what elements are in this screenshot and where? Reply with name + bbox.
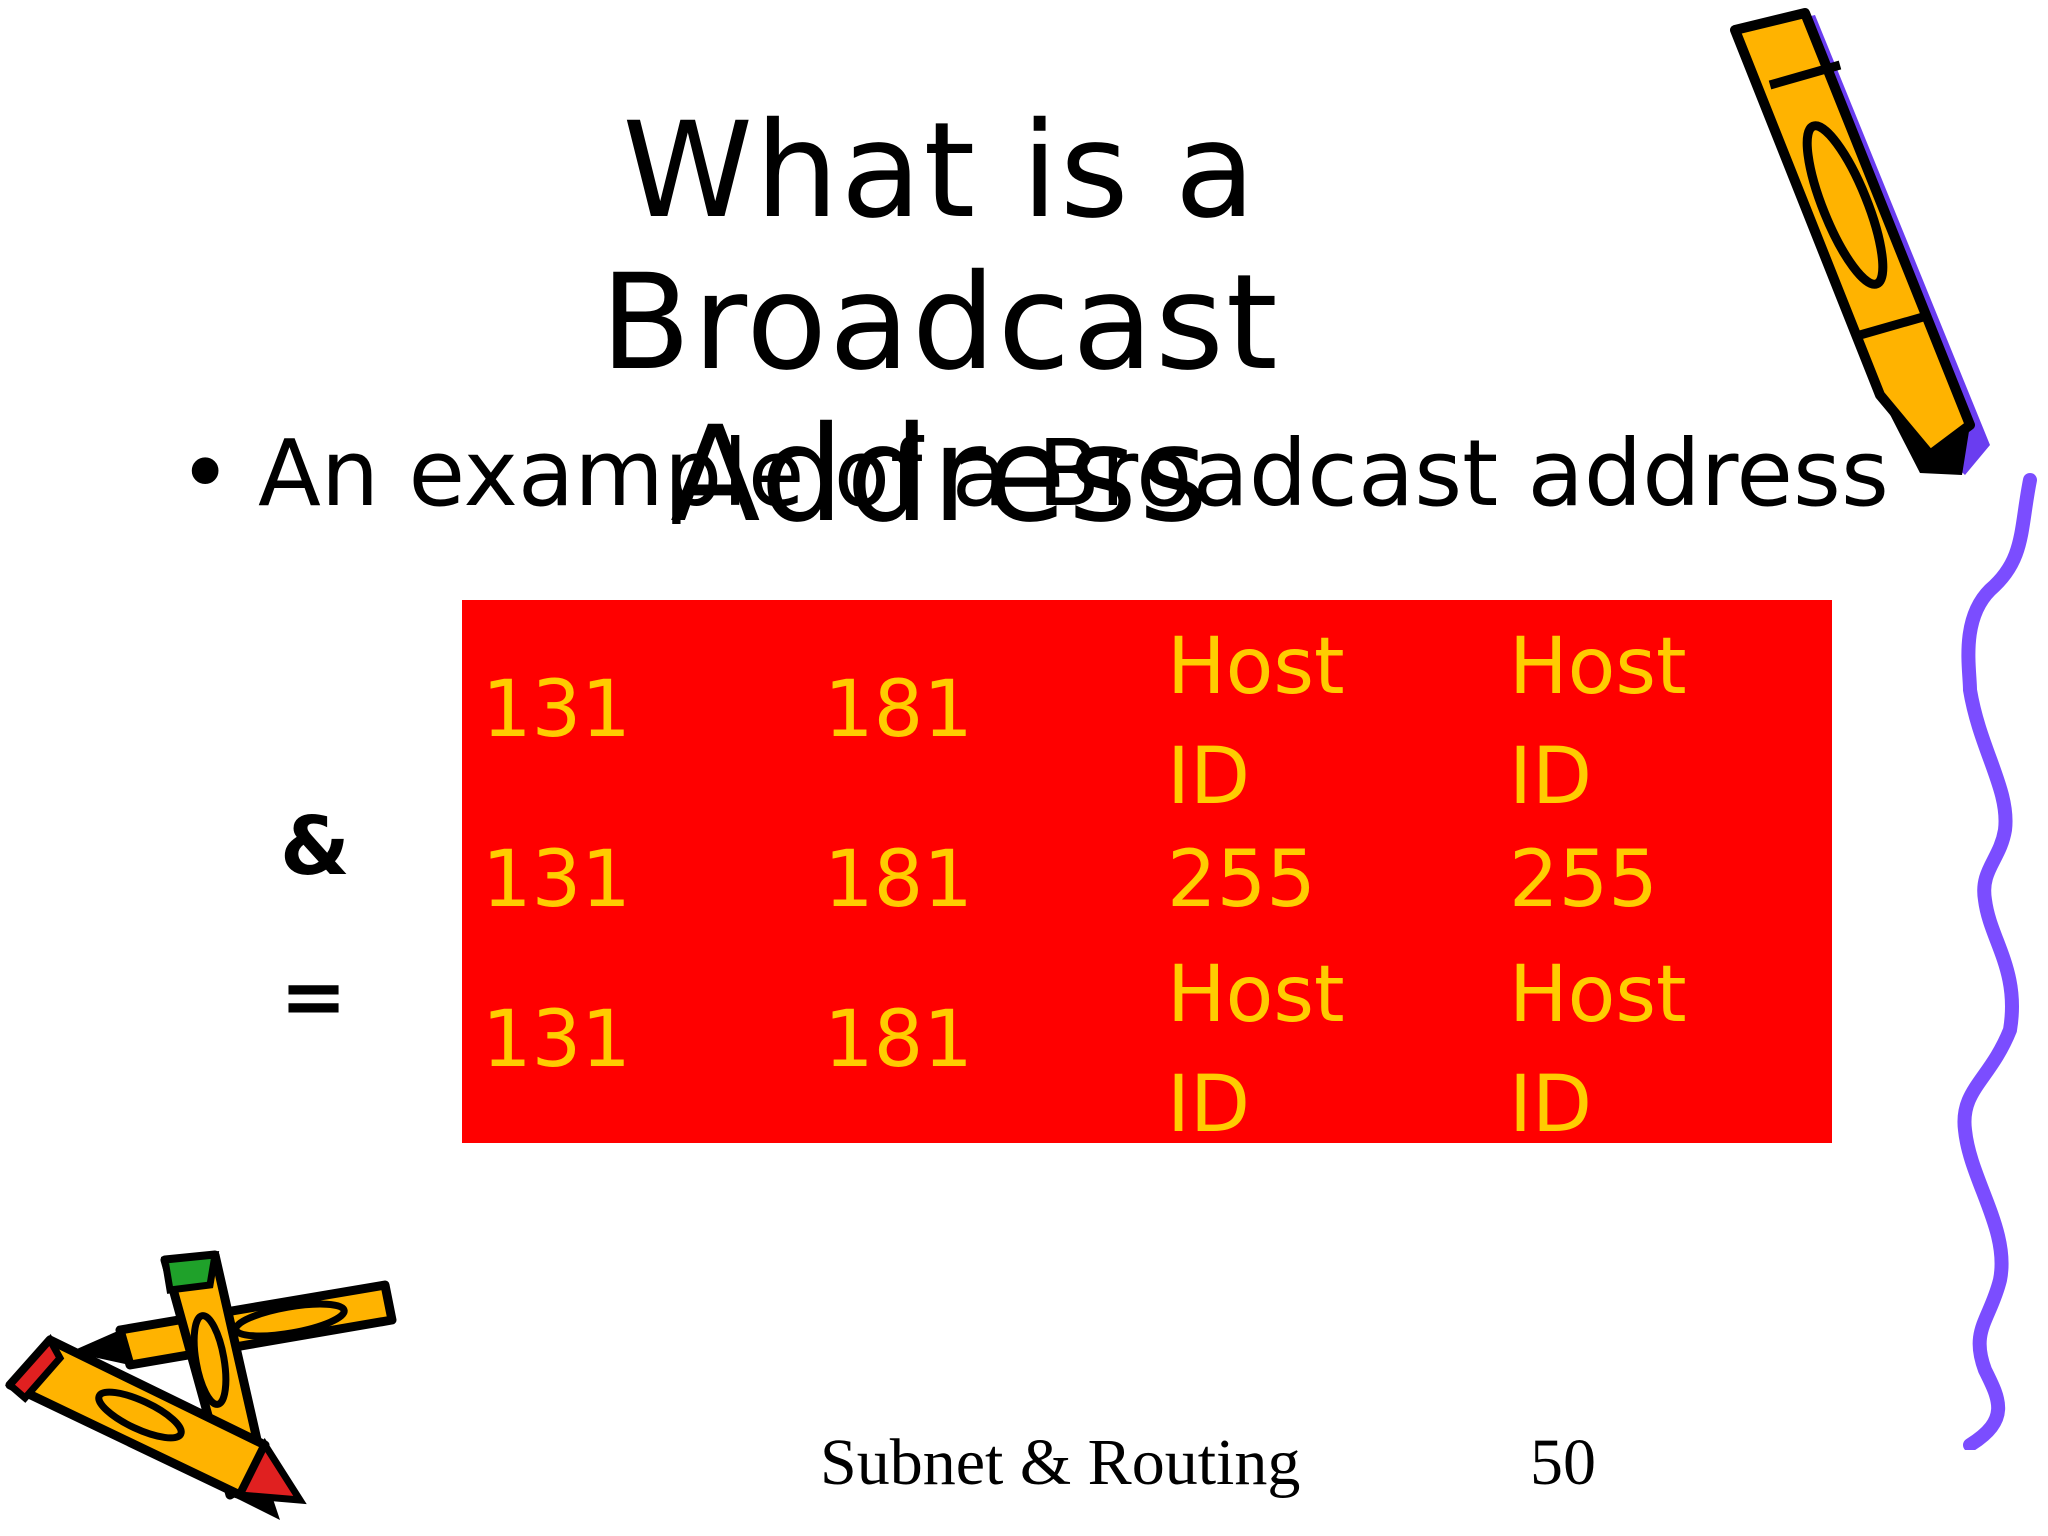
table-cell: 131 xyxy=(482,995,631,1085)
id-label: ID xyxy=(1509,1060,1593,1150)
table-cell: 255 xyxy=(1509,835,1658,925)
host-label: Host xyxy=(1509,950,1687,1040)
id-label: ID xyxy=(1167,732,1251,822)
id-label: ID xyxy=(1167,1060,1251,1150)
host-label: Host xyxy=(1167,622,1345,712)
bullet-dot: • xyxy=(178,420,233,527)
slide-title: What is a Broadcast Address xyxy=(300,95,1580,551)
table-cell: 131 xyxy=(482,665,631,755)
footer-title: Subnet & Routing xyxy=(820,1426,1301,1499)
equals-operator: = xyxy=(280,950,348,1043)
table-cell: 255 xyxy=(1167,835,1316,925)
and-operator: & xyxy=(280,800,350,893)
host-label: Host xyxy=(1167,950,1345,1040)
table-cell: 181 xyxy=(824,835,973,925)
id-label: ID xyxy=(1509,732,1593,822)
squiggle-line-icon xyxy=(1957,473,2037,1450)
table-cell: 181 xyxy=(824,995,973,1085)
bullet-text: An example of a Broadcast address xyxy=(258,420,1889,527)
crossed-pencils-icon xyxy=(5,1250,397,1520)
title-line-1: What is a Broadcast xyxy=(600,94,1280,400)
host-label: Host xyxy=(1509,622,1687,712)
title-line-2: Address xyxy=(670,398,1210,552)
pencil-icon xyxy=(1730,8,1990,475)
table-cell: 181 xyxy=(824,665,973,755)
bullet-point: •An example of a Broadcast address xyxy=(178,420,1889,527)
slide-number: 50 xyxy=(1530,1426,1596,1499)
table-cell: 131 xyxy=(482,835,631,925)
